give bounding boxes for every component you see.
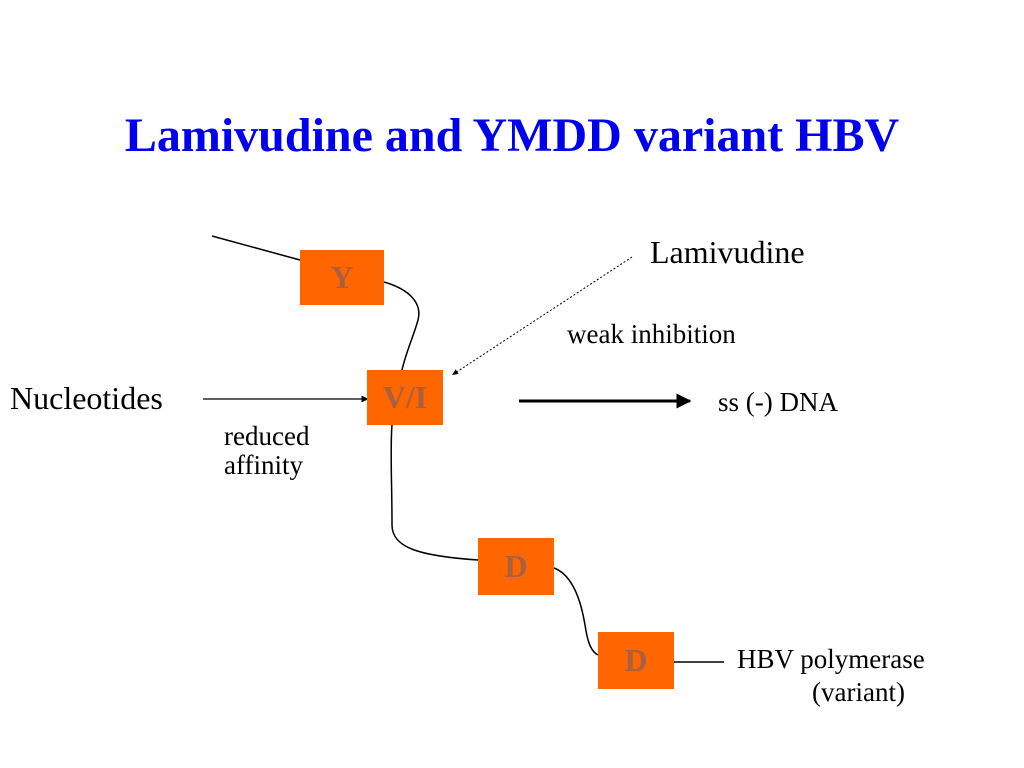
chain-segment-start bbox=[211, 235, 301, 261]
residue-vi-box: V/I bbox=[367, 370, 443, 425]
polymerase-label-line2: (variant) bbox=[812, 677, 905, 707]
residue-d1-box: D bbox=[478, 538, 554, 595]
residue-d2-label: D bbox=[624, 642, 648, 678]
chain-segment-d-d bbox=[553, 567, 599, 656]
lamivudine-label: Lamivudine bbox=[650, 234, 805, 270]
chain-segment-y-vi bbox=[383, 281, 420, 371]
lamivudine-inhibition-arrow bbox=[451, 256, 633, 376]
weak-inhibition-label: weak inhibition bbox=[567, 319, 736, 349]
residue-vi-label: V/I bbox=[382, 379, 428, 415]
residue-y-box: Y bbox=[300, 250, 384, 305]
residue-d2-box: D bbox=[598, 632, 674, 689]
residue-d1-label: D bbox=[504, 548, 528, 584]
slide-title: Lamivudine and YMDD variant HBV bbox=[124, 109, 900, 162]
nucleotides-label: Nucleotides bbox=[10, 380, 163, 416]
residue-y-label: Y bbox=[330, 259, 354, 295]
reduced-affinity-label-line1: reduced bbox=[224, 421, 310, 451]
polymerase-label-line1: HBV polymerase bbox=[737, 644, 925, 674]
chain-segment-vi-d bbox=[390, 424, 479, 561]
reduced-affinity-label-line2: affinity bbox=[224, 450, 303, 480]
product-label: ss (-) DNA bbox=[718, 387, 838, 417]
